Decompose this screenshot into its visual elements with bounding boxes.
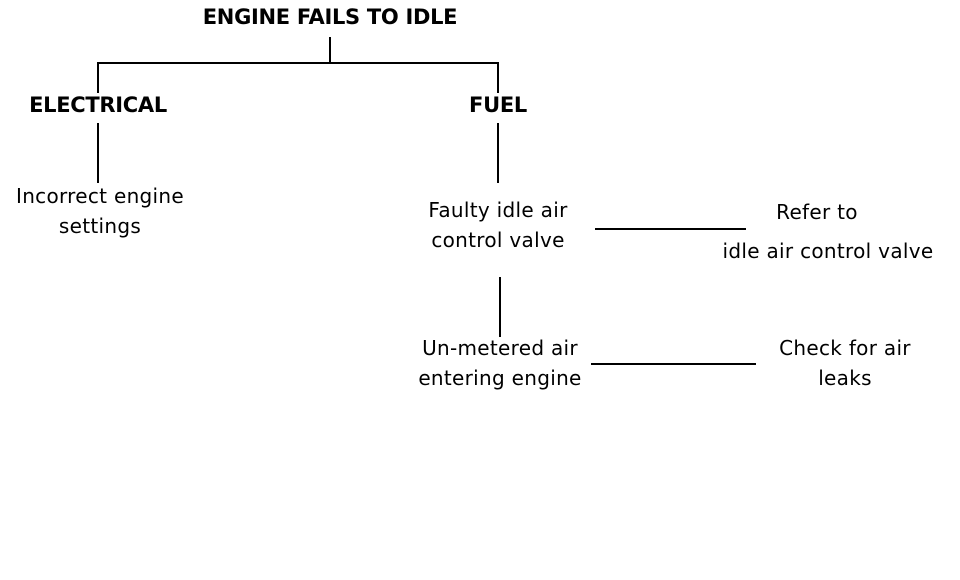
check-air-line-1: Check for air [779,336,911,360]
faulty-valve-line-2: control valve [431,228,565,252]
electrical-cause-line-1: Incorrect engine [16,184,184,208]
electrical-branch-label: ELECTRICAL [29,93,167,117]
fuel-branch-label: FUEL [469,93,527,117]
unmetered-air-line-1: Un-metered air [422,336,578,360]
unmetered-air-cause-text: Un-metered air entering engine [392,333,608,393]
refer-to-action: Refer to idle air control valve [700,197,956,266]
electrical-cause-line-2: settings [58,214,142,238]
electrical-cause-text: Incorrect engine settings [0,181,200,241]
check-air-leaks-action: Check for air leaks [755,333,935,393]
unmetered-air-line-2: entering engine [418,366,582,390]
check-air-line-2: leaks [818,366,872,390]
faulty-valve-cause-text: Faulty idle air control valve [398,195,598,255]
root-title: ENGINE FAILS TO IDLE [202,5,458,29]
faulty-valve-line-1: Faulty idle air [428,198,568,222]
refer-to-line-1: Refer to [776,200,858,224]
refer-to-line-2: idle air control valve [722,239,934,263]
